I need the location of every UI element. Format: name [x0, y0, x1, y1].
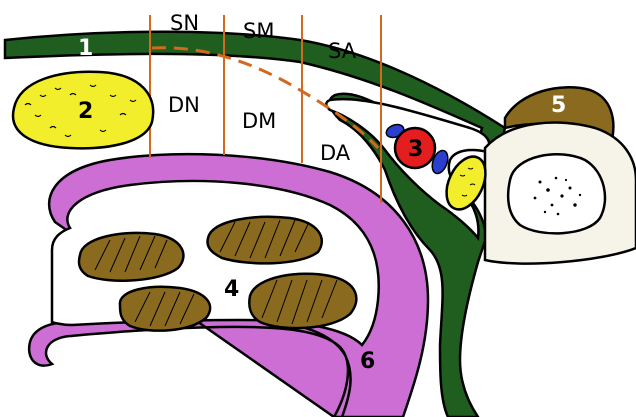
number-5: 5	[551, 93, 566, 118]
label-sn: SN	[170, 11, 199, 35]
number-4: 4	[224, 277, 239, 302]
number-1: 1	[78, 36, 93, 61]
label-sm: SM	[243, 19, 274, 43]
bone-inner	[508, 154, 605, 233]
label-dn: DN	[168, 93, 200, 117]
number-6: 6	[360, 349, 375, 374]
label-sa: SA	[328, 39, 357, 63]
number-3: 3	[408, 137, 423, 162]
label-dm: DM	[242, 109, 276, 133]
number-2: 2	[78, 99, 93, 124]
label-da: DA	[320, 141, 351, 165]
